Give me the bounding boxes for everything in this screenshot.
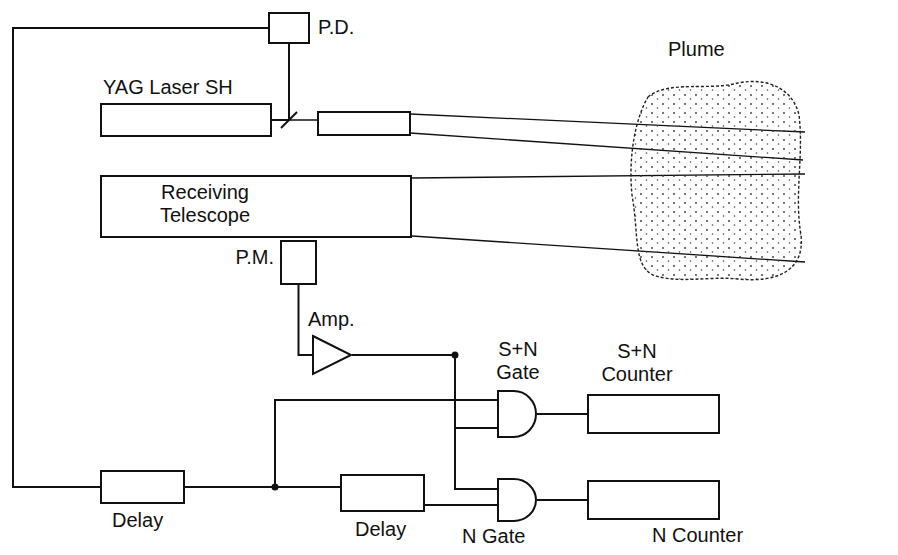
and-gate: S+N Gate: [497, 390, 537, 438]
delay-box: Delay: [100, 470, 185, 504]
part-label: S+N Counter: [592, 340, 682, 386]
part-label: Delay: [112, 509, 163, 532]
part-label: P.M.: [222, 246, 274, 269]
laser-beam: [289, 119, 318, 121]
part-label: Plume: [668, 38, 725, 61]
plume-region: Plume: [628, 75, 805, 285]
delay-box: Delay: [340, 474, 425, 512]
part-label: Amp.: [308, 308, 355, 331]
beam-expander: [318, 112, 410, 135]
part-label: YAG Laser SH: [103, 76, 233, 99]
signal-wire: [352, 355, 497, 489]
gate-outline: [497, 390, 537, 438]
signal-wire: [537, 499, 587, 501]
telescope-box: Receiving Telescope: [100, 175, 412, 238]
gate-outline: [497, 478, 537, 522]
part-label: P.D.: [318, 16, 354, 39]
signal-wire: [352, 355, 497, 428]
photomultiplier-box: P.M.: [280, 240, 317, 285]
part-label: Delay: [355, 518, 406, 541]
signal-wire: [537, 413, 587, 415]
photodiode-box: P.D.: [268, 12, 310, 44]
box-label: Receiving Telescope: [140, 181, 270, 227]
and-gate: N Gate: [497, 478, 537, 522]
counter-box: S+N Counter: [587, 394, 720, 434]
signal-wire: [425, 504, 497, 506]
part-label: N Counter: [652, 524, 743, 547]
signal-wire: [185, 486, 340, 488]
amp-outline: [312, 335, 352, 375]
counter-box: N Counter: [587, 480, 720, 520]
amplifier-symbol: Amp.: [312, 335, 352, 375]
laser-box: YAG Laser SH: [100, 103, 272, 137]
part-label: S+N Gate: [488, 338, 548, 384]
part-label: N Gate: [462, 525, 525, 548]
plume-outline: [628, 75, 805, 285]
signal-wire: [272, 44, 289, 120]
signal-wire: [13, 28, 268, 487]
